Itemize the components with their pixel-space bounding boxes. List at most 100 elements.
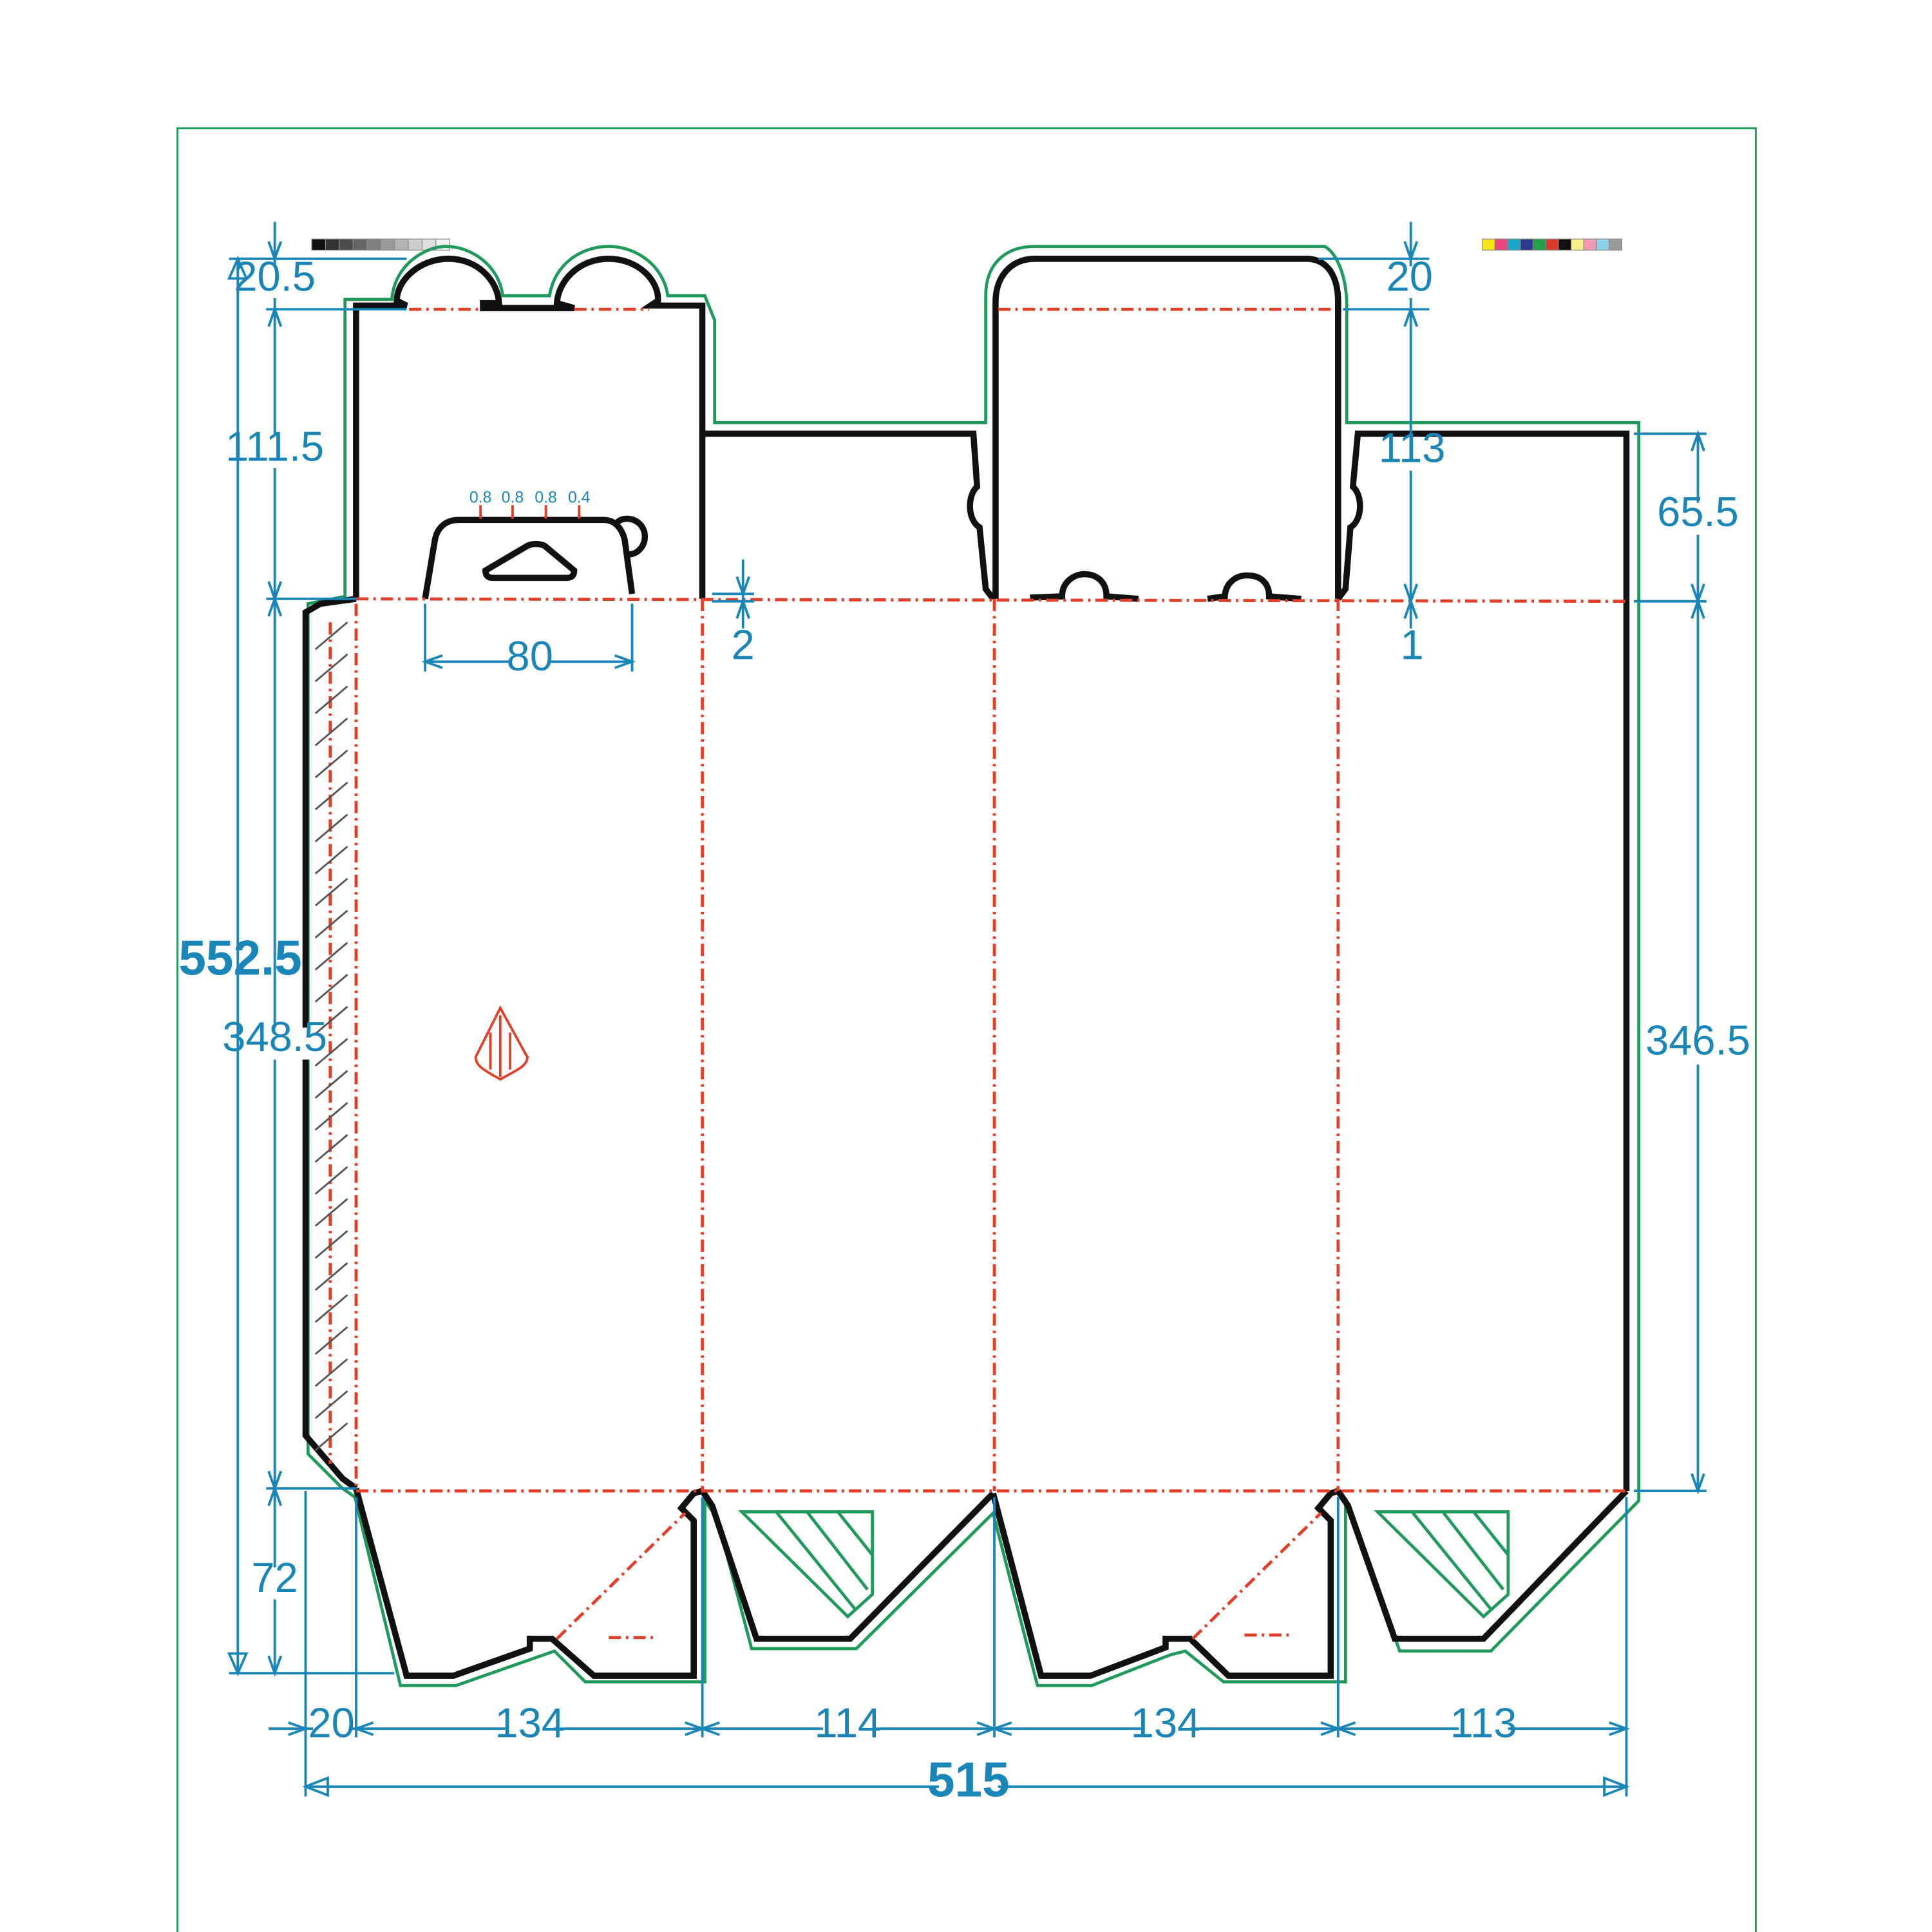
hanger-mark-label: 0.8 bbox=[469, 489, 492, 507]
dimension-label: 134 bbox=[495, 1700, 565, 1747]
hang-hole-triangle bbox=[482, 540, 578, 582]
dimension-far-right-chain: 65.5 346.5 bbox=[1633, 430, 1750, 1495]
hanger-mark-label: 0.8 bbox=[502, 489, 524, 507]
dimension-label: 20.5 bbox=[234, 253, 316, 300]
color-swatch bbox=[1507, 238, 1521, 251]
panel3-top-flap-cut bbox=[992, 256, 1341, 599]
grayscale-bar bbox=[311, 238, 450, 251]
bottom-flap-4-cut bbox=[1335, 1488, 1629, 1642]
dimension-label: 348.5 bbox=[222, 1013, 327, 1060]
color-swatch bbox=[1532, 238, 1546, 251]
dimension-label: 134 bbox=[1131, 1700, 1201, 1747]
sheet-border bbox=[176, 127, 1757, 1932]
grayscale-swatch bbox=[394, 238, 409, 251]
color-swatch bbox=[1571, 238, 1584, 251]
hatch-line bbox=[314, 1230, 348, 1259]
hatch-line bbox=[314, 1390, 348, 1419]
dimension-label: 346.5 bbox=[1645, 1017, 1750, 1064]
hatch-line bbox=[314, 1358, 348, 1387]
grayscale-swatch bbox=[366, 238, 381, 251]
color-swatch bbox=[1482, 238, 1495, 251]
grayscale-swatch bbox=[311, 238, 327, 251]
glue-area-hatching bbox=[314, 621, 348, 1452]
dimension-label: 1 bbox=[1401, 621, 1424, 668]
dimension-label: 72 bbox=[251, 1554, 298, 1601]
dimension-total-height: 552.5 bbox=[178, 256, 302, 1676]
hatch-line bbox=[314, 878, 348, 907]
dimension-label: 20 bbox=[1387, 253, 1433, 300]
dimension-total-width: 515 bbox=[302, 1753, 1630, 1808]
hatch-line bbox=[314, 1134, 348, 1163]
hang-hole-lobe bbox=[613, 515, 649, 558]
hatch-line bbox=[314, 1198, 348, 1227]
dimension-label: 114 bbox=[814, 1700, 881, 1747]
hanger-marks: 0.8 0.8 0.8 0.4 bbox=[469, 489, 591, 519]
dimension-offset-left: 2 bbox=[712, 559, 755, 668]
hatch-line bbox=[314, 1294, 348, 1323]
hatch-line bbox=[314, 813, 348, 842]
bottom-flap-3-cut bbox=[990, 1488, 1340, 1679]
bottom-glue-area-1 bbox=[737, 1510, 874, 1619]
dimension-right-chain: 20 113 1 bbox=[1318, 222, 1445, 668]
grain-direction-icon bbox=[474, 1005, 529, 1081]
color-swatch bbox=[1494, 238, 1508, 251]
color-swatch bbox=[1609, 238, 1623, 251]
color-swatch bbox=[1558, 238, 1572, 251]
hatch-line bbox=[314, 1326, 348, 1355]
panel3-lock-bumps bbox=[1030, 571, 1302, 602]
color-swatch bbox=[1520, 238, 1534, 251]
crease-bottom-diag-3 bbox=[1191, 1511, 1322, 1640]
panel2-top-flap-cut bbox=[702, 430, 996, 601]
dimension-label: 65.5 bbox=[1657, 488, 1739, 535]
dimension-left-chain: 20.5 111.5 348.5 72 bbox=[222, 222, 407, 1677]
bleed-outline bbox=[306, 245, 1641, 1687]
hanger-mark-label: 0.8 bbox=[535, 489, 557, 507]
glue-flap-cut bbox=[302, 596, 358, 1492]
dimension-label: 113 bbox=[1450, 1700, 1517, 1747]
hatch-line bbox=[314, 653, 348, 683]
hatch-line bbox=[314, 1166, 348, 1195]
dimension-label: 552.5 bbox=[178, 931, 301, 985]
dimension-label: 515 bbox=[927, 1753, 1010, 1808]
hatch-line bbox=[314, 1262, 348, 1291]
hanger-mark-label: 0.4 bbox=[568, 489, 591, 507]
top-crease-line bbox=[355, 597, 1627, 603]
grayscale-swatch bbox=[325, 238, 340, 251]
hatch-line bbox=[314, 1070, 348, 1099]
grayscale-swatch bbox=[352, 238, 368, 251]
dimension-label: 111.5 bbox=[225, 423, 324, 470]
dimension-label: 20 bbox=[308, 1700, 354, 1747]
hang-hole-cut bbox=[422, 516, 636, 600]
grayscale-swatch bbox=[380, 238, 395, 251]
hatch-line bbox=[314, 685, 348, 714]
left-top-flap-cut bbox=[353, 256, 706, 599]
hatch-line bbox=[314, 1422, 348, 1452]
hatch-line bbox=[314, 781, 348, 811]
hatch-line bbox=[314, 974, 348, 1003]
grayscale-swatch bbox=[408, 238, 423, 251]
dimension-label: 113 bbox=[1379, 424, 1446, 471]
grayscale-swatch bbox=[339, 238, 354, 251]
crease-bottom-diag-1 bbox=[556, 1511, 687, 1640]
hatch-line bbox=[314, 909, 348, 939]
dimension-hang-hole: 80 bbox=[421, 603, 636, 679]
color-swatch bbox=[1545, 238, 1559, 251]
dimension-label: 2 bbox=[732, 621, 755, 668]
hatch-line bbox=[314, 942, 348, 971]
color-swatch bbox=[1583, 238, 1597, 251]
color-bar bbox=[1482, 238, 1623, 251]
hatch-line bbox=[314, 1006, 348, 1035]
bottom-glue-area-2 bbox=[1374, 1510, 1510, 1619]
color-swatch bbox=[1596, 238, 1610, 251]
hatch-line bbox=[314, 750, 348, 779]
hatch-line bbox=[314, 717, 348, 746]
hatch-line bbox=[314, 1037, 348, 1067]
hatch-line bbox=[314, 846, 348, 875]
hatch-line bbox=[314, 1102, 348, 1131]
dimension-label: 80 bbox=[507, 632, 553, 679]
bottom-flap-2-cut bbox=[699, 1489, 996, 1642]
bottom-flap-1-cut bbox=[353, 1487, 703, 1679]
panel4-top-flap-cut bbox=[1335, 430, 1630, 601]
dimension-bottom-chain: 20 134 114 134 113 bbox=[269, 1491, 1631, 1797]
